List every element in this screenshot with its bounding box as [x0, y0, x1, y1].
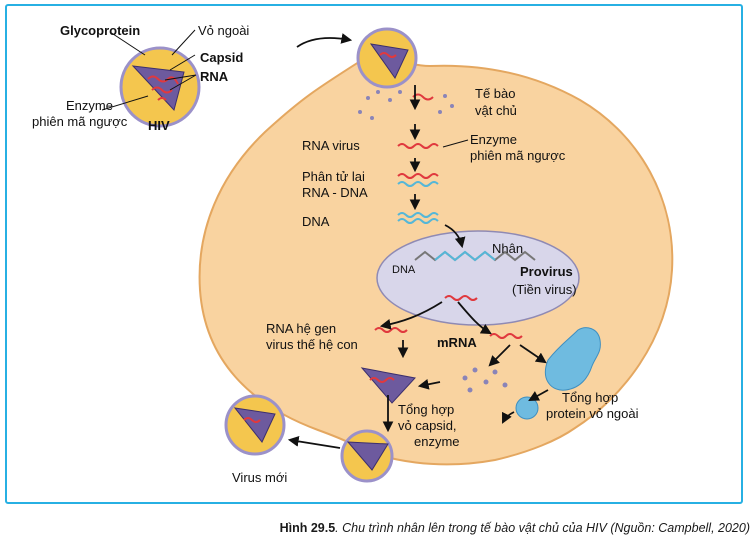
label-glycoprotein: Glycoprotein [60, 23, 140, 38]
label-new-virus: Virus mới [232, 470, 287, 485]
uncoating-debris [358, 90, 454, 120]
label-capsid: Capsid [200, 50, 243, 65]
label-hiv: HIV [148, 118, 170, 133]
provirus-dna [434, 250, 496, 262]
label-dna: DNA [302, 214, 330, 229]
label-hybrid-2: RNA - DNA [302, 185, 368, 200]
new-virus [224, 394, 286, 456]
figure-caption: Hình 29.5. Chu trình nhân lên trong tế b… [205, 521, 750, 535]
label-pointers [101, 29, 469, 148]
label-host-cell-1: Tế bào [475, 86, 515, 101]
hybrid-dna [397, 181, 439, 187]
caption-figure-number: Hình 29.5 [279, 521, 336, 535]
label-hybrid-1: Phân tử lai [302, 169, 365, 184]
budding-virus [340, 429, 394, 483]
label-rna-gen-2: virus thế hệ con [266, 337, 358, 352]
hybrid-rna [397, 173, 439, 179]
dna-strand-2 [397, 218, 439, 224]
label-outer-shell: Vỏ ngoài [198, 23, 249, 38]
label-enzyme-right-1: Enzyme [470, 132, 517, 147]
assembling-virus [360, 367, 416, 404]
viral-proteins [462, 367, 508, 393]
label-nucleus: Nhân [492, 241, 523, 256]
endoplasmic-reticulum [544, 327, 601, 391]
caption-text: . Chu trình nhân lên trong tế bào vật ch… [335, 521, 750, 535]
label-enzyme-left-1: Enzyme [66, 98, 113, 113]
label-dna-small: DNA [392, 264, 416, 276]
label-provirus-2: (Tiền virus) [512, 282, 577, 297]
dna-strand-1 [397, 212, 439, 218]
label-rna-gen-1: RNA hệ gen [266, 321, 336, 336]
hiv-particle [119, 46, 201, 128]
label-mrna: mRNA [437, 335, 477, 350]
label-enzyme-left-2: phiên mã ngược [32, 114, 128, 129]
label-synth-outer-1: Tổng hợp [562, 390, 618, 405]
label-enzyme-right-2: phiên mã ngược [470, 148, 566, 163]
label-synth-capsid-3: enzyme [414, 434, 460, 449]
released-rna [412, 93, 434, 101]
label-rna: RNA [200, 69, 229, 84]
figure-frame [5, 4, 743, 504]
label-synth-capsid-2: vỏ capsid, [398, 418, 457, 433]
virus-entering [356, 27, 418, 89]
arrows [287, 33, 549, 449]
label-synth-outer-2: protein vỏ ngoài [546, 406, 639, 421]
label-rna-virus: RNA virus [302, 138, 360, 153]
label-host-cell-2: vật chủ [475, 103, 517, 118]
label-provirus-1: Provirus [520, 264, 573, 279]
transcript-rna [444, 295, 478, 301]
envelope-protein-vesicle [515, 396, 539, 420]
rna-strand [397, 143, 439, 149]
mrna-strand [489, 333, 523, 339]
label-synth-capsid-1: Tổng hợp [398, 402, 454, 417]
